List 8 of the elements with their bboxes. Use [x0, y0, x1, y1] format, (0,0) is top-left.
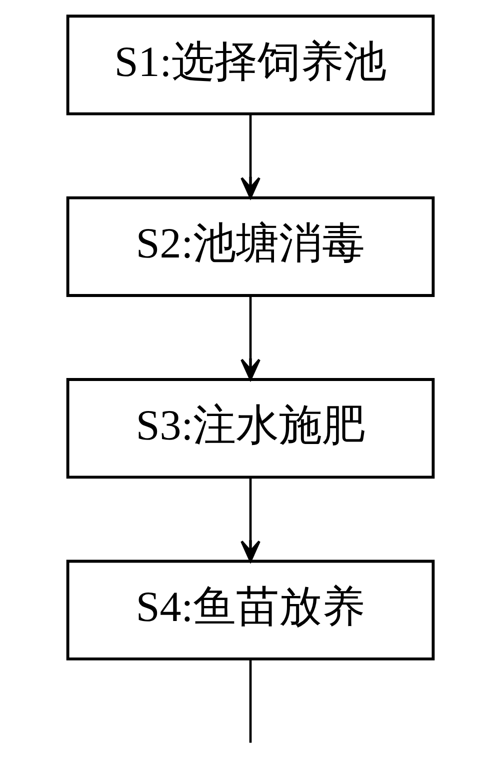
connector — [248, 659, 252, 743]
arrow — [240, 114, 260, 199]
node-box: S3:注水施肥 — [66, 378, 434, 479]
node-box: S1:选择饲养池 — [66, 14, 434, 116]
arrow — [240, 296, 260, 380]
arrow — [240, 478, 260, 562]
node-box: S4:鱼苗放养 — [66, 560, 434, 660]
node-box: S2:池塘消毒 — [66, 196, 434, 297]
